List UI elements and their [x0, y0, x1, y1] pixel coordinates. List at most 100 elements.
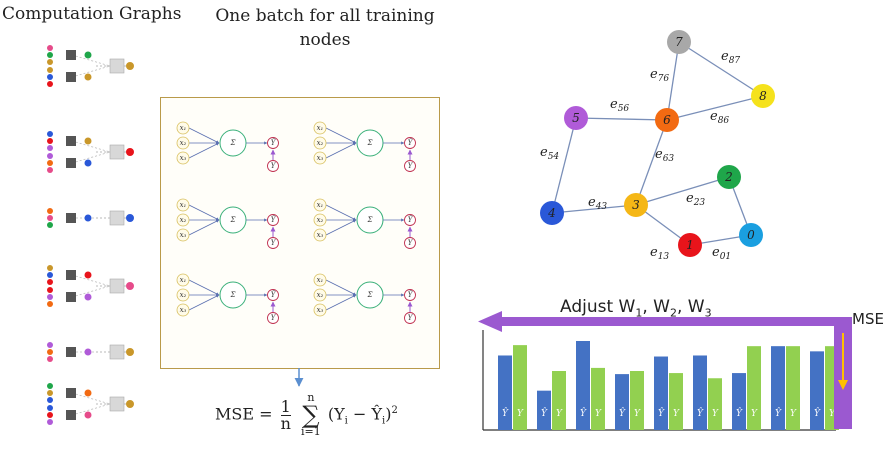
- tree-grey-node: [109, 58, 125, 74]
- tree-leaf-node: [47, 294, 53, 300]
- mini-target-node: [267, 237, 279, 249]
- mini-target-node: [404, 312, 416, 324]
- tree-mid-node: [84, 411, 92, 419]
- tree-leaf-node: [47, 412, 53, 418]
- tree-mid-node: [84, 348, 92, 356]
- tree-leaf-node: [47, 131, 53, 137]
- graph-node-label-0: 0: [747, 228, 755, 242]
- mini-target-label: Y: [408, 239, 414, 247]
- graph-node-1: [678, 233, 702, 257]
- tree-leaf-node: [47, 45, 53, 51]
- bar-actual-1: [552, 371, 566, 430]
- tree-edge: [71, 151, 111, 164]
- tree-leaf-node: [47, 138, 53, 144]
- mini-input-label: x₂: [180, 139, 187, 147]
- mini-sum-label: Σ: [230, 216, 236, 224]
- graph-edge: [635, 176, 730, 206]
- mse-sum-top: n: [307, 391, 315, 404]
- tree-dark-node: [66, 136, 76, 146]
- edge-label-23: e23: [686, 191, 705, 208]
- mini-input-label: x₁: [180, 124, 187, 132]
- graph-node-4: [540, 201, 564, 225]
- tree-leaf-node: [47, 419, 53, 425]
- mini-input-label: x₂: [180, 291, 187, 299]
- tree-dark-node: [66, 347, 76, 357]
- graph-edge: [635, 119, 668, 206]
- mini-output-node: [404, 214, 416, 226]
- mini-output-node: [404, 289, 416, 301]
- tree-leaf-node: [47, 383, 53, 389]
- mini-input-node: [176, 273, 190, 287]
- bar-predicted-label-5: Ŷ: [697, 407, 704, 419]
- edge-label-86: e86: [710, 109, 729, 126]
- mini-output-label: Ŷ: [408, 138, 414, 147]
- mini-output-label: Ŷ: [271, 215, 277, 224]
- mini-edge: [188, 294, 220, 311]
- mini-edge: [325, 142, 357, 159]
- bar-actual-label-8: Y: [829, 409, 836, 419]
- bar-predicted-label-2: Ŷ: [580, 407, 587, 419]
- bar-predicted-5: [693, 355, 707, 430]
- mini-edge: [325, 204, 357, 221]
- mse-sum-bottom: i=1: [301, 425, 321, 438]
- bar-actual-label-4: Y: [673, 409, 680, 419]
- graph-node-3: [624, 193, 648, 217]
- mini-input-node: [176, 288, 190, 302]
- graph-node-label-3: 3: [632, 198, 640, 212]
- graph-edge: [666, 95, 764, 121]
- tree-dark-node: [66, 388, 76, 398]
- edge-label-63: e63: [655, 147, 674, 164]
- mini-input-node: [176, 136, 190, 150]
- graph-node-label-2: 2: [724, 170, 733, 184]
- tree-root-node: [126, 62, 134, 70]
- mse-body: (Y: [327, 404, 345, 424]
- computation-graphs-title: Computation Graphs: [2, 4, 182, 24]
- mini-output-node: [267, 137, 279, 149]
- edge-label-54: e54: [540, 145, 559, 162]
- graph-node-6: [655, 108, 679, 132]
- mini-target-node: [404, 237, 416, 249]
- bar-actual-label-1: Y: [556, 409, 563, 419]
- tree-leaf-node: [47, 397, 53, 403]
- bar-actual-label-7: Y: [790, 409, 797, 419]
- tree-leaf-node: [47, 167, 53, 173]
- tree-root-node: [126, 348, 134, 356]
- tree-mid-node: [84, 137, 92, 145]
- bar-actual-label-0: Y: [517, 409, 524, 419]
- bar-predicted-1: [537, 390, 551, 430]
- edge-label-43: e43: [588, 195, 607, 212]
- bar-predicted-label-7: Ŷ: [775, 407, 782, 419]
- mini-input-label: x₃: [180, 231, 187, 239]
- tree-mid-node: [84, 73, 92, 81]
- mini-input-label: x₃: [180, 306, 187, 314]
- bar-actual-label-2: Y: [595, 409, 602, 419]
- mini-target-node: [404, 160, 416, 172]
- bar-actual-5: [708, 378, 722, 430]
- mini-input-node: [313, 303, 327, 317]
- bar-actual-0: [513, 345, 527, 430]
- mini-output-label: Ŷ: [271, 138, 277, 147]
- mini-target-label: Y: [271, 239, 277, 247]
- tree-edge: [71, 403, 111, 416]
- mini-sum-label: Σ: [367, 216, 373, 224]
- mini-input-label: x₁: [317, 124, 324, 132]
- adjust-weights-label: Adjust W1, W2, W3: [560, 297, 712, 320]
- bar-predicted-label-0: Ŷ: [502, 407, 509, 419]
- mini-input-node: [313, 228, 327, 242]
- tree-grey-node: [109, 278, 125, 294]
- graph-node-8: [751, 84, 775, 108]
- mse-down-arrowhead: [838, 380, 848, 390]
- tree-edge: [71, 274, 111, 287]
- tree-dark-node: [66, 50, 76, 60]
- bar-actual-4: [669, 373, 683, 430]
- mini-input-node: [176, 198, 190, 212]
- computation-tree-0: [47, 45, 134, 87]
- mini-input-label: x₁: [180, 276, 187, 284]
- mini-target-label: Y: [408, 314, 414, 322]
- tree-dark-node: [66, 158, 76, 168]
- mini-output-label: Ŷ: [271, 290, 277, 299]
- bar-actual-2: [591, 367, 605, 430]
